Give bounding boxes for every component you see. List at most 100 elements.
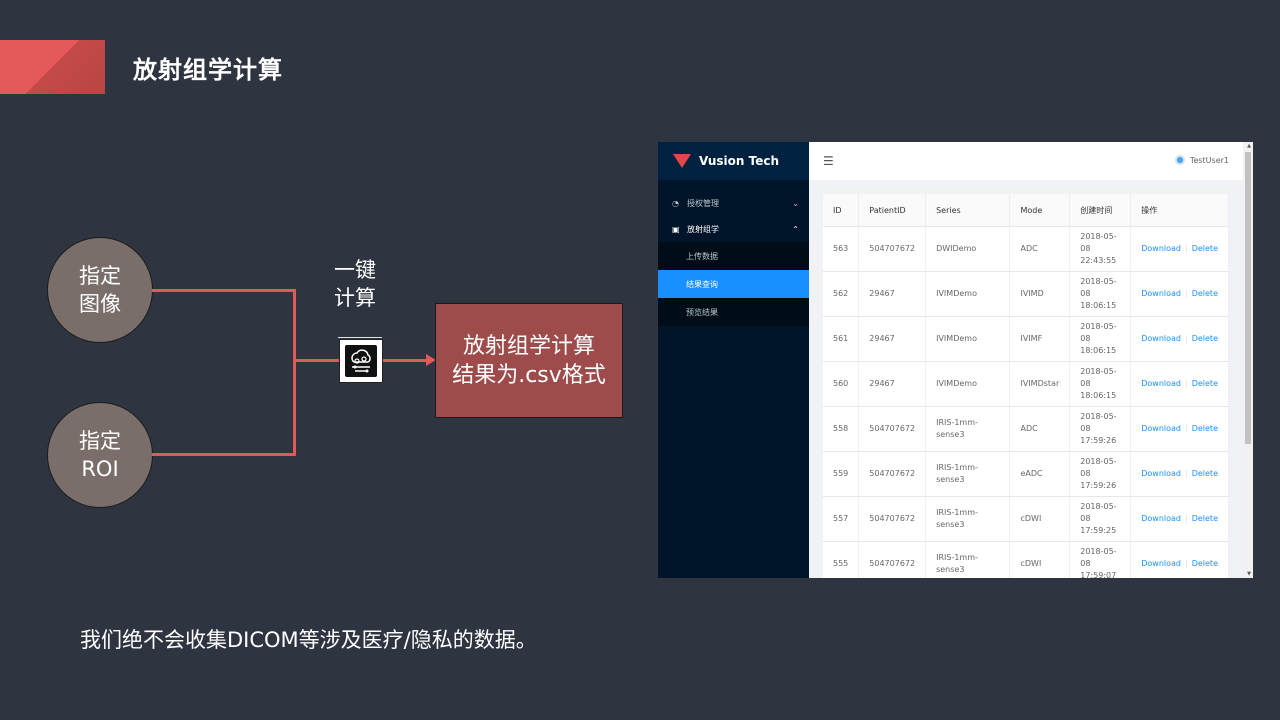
download-link[interactable]: Download (1141, 379, 1181, 388)
cell-patient: 29467 (858, 271, 927, 317)
delete-link[interactable]: Delete (1191, 424, 1218, 433)
menu-fold-icon[interactable]: ☰ (823, 154, 834, 168)
cell-series: IRIS-1mm-sense3 (925, 496, 1011, 542)
cell-id: 561 (823, 316, 860, 362)
input-image-line1: 指定 (79, 264, 121, 288)
result-line1: 放射组学计算 (462, 333, 595, 359)
cell-actions: Download |Delete (1130, 226, 1229, 272)
delete-link[interactable]: Delete (1191, 514, 1218, 523)
download-link[interactable]: Download (1141, 514, 1181, 523)
cell-id: 563 (823, 226, 860, 272)
app-header: ☰ TestUser1 (809, 142, 1243, 180)
cell-id: 562 (823, 271, 860, 317)
download-link[interactable]: Download (1141, 559, 1181, 568)
cell-patient: 504707672 (858, 451, 927, 497)
action-separator: | (1185, 469, 1188, 478)
input-image-line2: 图像 (79, 292, 121, 316)
action-separator: | (1185, 559, 1188, 568)
app-sidebar: Vusion Tech ◔ 授权管理 ⌄ ▣ 放射组学 ⌃ 上传数据 结果查询 … (658, 142, 809, 578)
cell-mode: IVIMD (1009, 271, 1071, 317)
cell-mode: IVIMDstar (1009, 361, 1071, 407)
download-link[interactable]: Download (1141, 469, 1181, 478)
sub-item-results[interactable]: 结果查询 (658, 270, 809, 298)
user-menu[interactable]: TestUser1 (1174, 155, 1229, 165)
col-series: Series (925, 194, 1011, 227)
connector-to-icon (293, 359, 340, 362)
delete-link[interactable]: Delete (1191, 289, 1218, 298)
download-link[interactable]: Download (1141, 334, 1181, 343)
cell-time: 2018-05-08 18:06:15 (1069, 316, 1132, 362)
cell-series: DWIDemo (925, 226, 1011, 272)
gauge-icon: ◔ (672, 198, 679, 208)
scroll-thumb[interactable] (1245, 152, 1251, 444)
cell-mode: cDWI (1009, 541, 1071, 578)
cell-id: 557 (823, 496, 860, 542)
sub-item-preview[interactable]: 预览结果 (686, 307, 718, 317)
brand-name: Vusion Tech (699, 154, 780, 168)
app-screenshot: Vusion Tech ◔ 授权管理 ⌄ ▣ 放射组学 ⌃ 上传数据 结果查询 … (658, 142, 1253, 578)
sub-item-upload[interactable]: 上传数据 (686, 251, 718, 261)
delete-link[interactable]: Delete (1191, 559, 1218, 568)
action-separator: | (1185, 289, 1188, 298)
connector-to-result (381, 359, 427, 362)
cell-time: 2018-05-08 17:59:26 (1069, 451, 1132, 497)
delete-link[interactable]: Delete (1191, 379, 1218, 388)
one-click-underline (338, 337, 382, 338)
cell-series: IRIS-1mm-sense3 (925, 406, 1011, 452)
col-patient: PatientID (858, 194, 927, 227)
cell-actions: Download|Delete (1130, 406, 1229, 452)
cell-time: 2018-05-08 22:43:55 (1069, 226, 1132, 272)
cell-patient: 504707672 (858, 496, 927, 542)
action-separator: | (1185, 244, 1188, 253)
scroll-up-icon[interactable]: ▲ (1247, 143, 1251, 149)
action-separator: | (1185, 379, 1188, 388)
cell-time: 2018-05-08 18:06:15 (1069, 271, 1132, 317)
radiomics-submenu: 上传数据 结果查询 预览结果 (658, 242, 809, 326)
cell-time: 2018-05-08 17:59:07 (1069, 541, 1132, 578)
cell-series: IVIMDemo (925, 361, 1011, 407)
chevron-down-icon: ⌄ (792, 198, 799, 208)
input-roi-line1: 指定 (79, 429, 121, 453)
cell-patient: 504707672 (858, 406, 927, 452)
cell-mode: ADC (1009, 406, 1071, 452)
menu-item-license[interactable]: ◔ 授权管理 ⌄ (658, 190, 809, 216)
connector-roi (152, 453, 296, 456)
cell-id: 559 (823, 451, 860, 497)
scrollbar[interactable]: ▲ ▼ (1243, 142, 1253, 578)
cell-mode: ADC (1009, 226, 1071, 272)
menu-item-radiomics[interactable]: ▣ 放射组学 ⌃ (658, 216, 809, 242)
col-id: ID (823, 194, 860, 227)
delete-link[interactable]: Delete (1191, 244, 1218, 253)
download-link[interactable]: Download (1141, 424, 1181, 433)
action-separator: | (1185, 334, 1188, 343)
cell-id: 555 (823, 541, 860, 578)
scroll-down-icon[interactable]: ▼ (1247, 571, 1251, 577)
input-image-circle: 指定图像 (47, 237, 153, 343)
delete-link[interactable]: Delete (1191, 469, 1218, 478)
cell-patient: 504707672 (858, 226, 927, 272)
download-link[interactable]: Download (1141, 289, 1181, 298)
cell-patient: 504707672 (858, 541, 927, 578)
download-link[interactable]: Download (1141, 244, 1181, 253)
col-time: 创建时间 (1069, 194, 1132, 227)
col-actions: 操作 (1130, 194, 1229, 227)
result-line2: 结果为.csv格式 (452, 362, 606, 388)
logo-icon (673, 154, 691, 168)
cell-patient: 29467 (858, 316, 927, 362)
delete-link[interactable]: Delete (1191, 334, 1218, 343)
cell-id: 560 (823, 361, 860, 407)
connector-vertical (293, 289, 296, 456)
col-mode: Mode (1009, 194, 1071, 227)
table-header-row: ID PatientID Series Mode 创建时间 操作 (823, 194, 1229, 227)
connector-image (152, 289, 296, 292)
avatar (1174, 155, 1185, 165)
cloud-compute-icon (339, 339, 383, 383)
cell-id: 558 (823, 406, 860, 452)
